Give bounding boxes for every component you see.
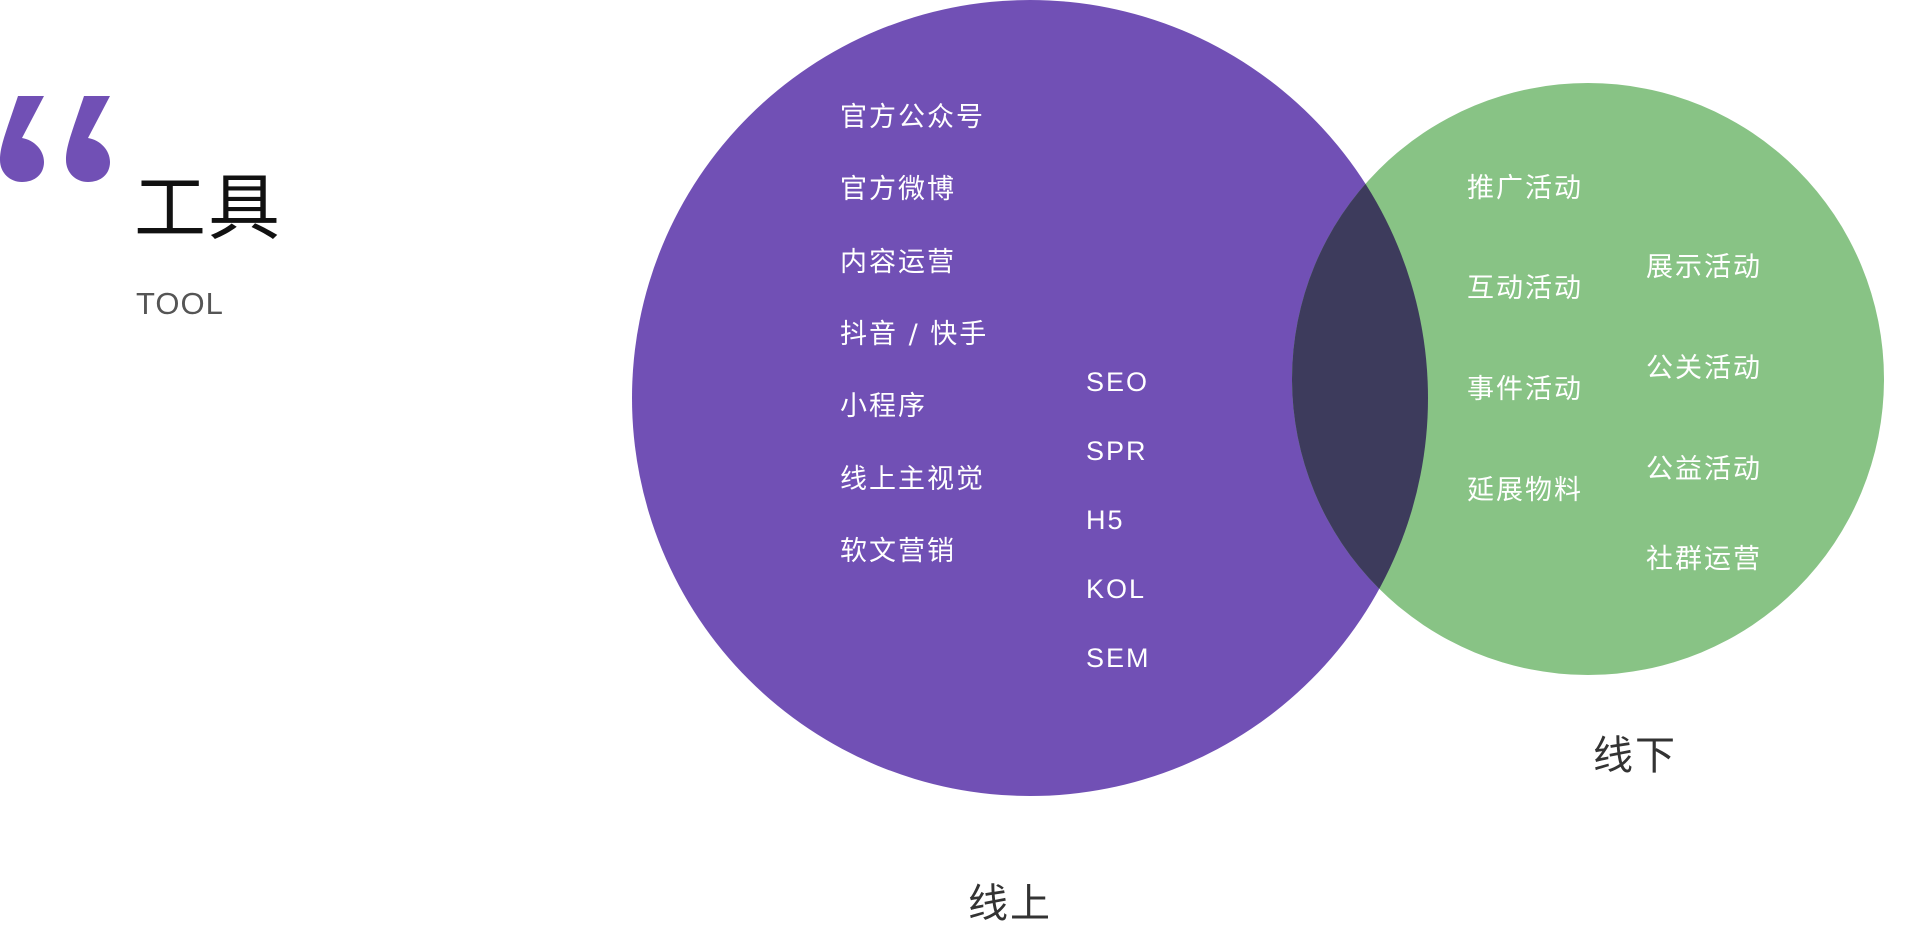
offline-item: 推广活动 [1467,173,1583,204]
online-item-en: H5 [1086,505,1125,535]
offline-item: 事件活动 [1467,374,1583,405]
online-item-en: SEO [1086,367,1150,397]
page-subtitle: TOOL [136,286,224,321]
offline-item: 互动活动 [1467,273,1583,304]
online-item: 线上主视觉 [840,464,985,495]
offline-set-label: 线下 [1593,733,1677,779]
offline-circle [1292,83,1884,675]
offline-item: 社群运营 [1646,544,1762,575]
online-item: 小程序 [840,391,927,422]
online-item-en: SPR [1086,436,1148,466]
page-title: 工具 [134,166,283,250]
online-item-en: SEM [1086,643,1151,673]
offline-item: 展示活动 [1646,252,1762,283]
online-set-label: 线上 [968,881,1052,927]
offline-item: 延展物料 [1467,475,1583,506]
online-item: 官方微博 [840,174,956,205]
online-item: 官方公众号 [840,102,985,133]
online-item: 内容运营 [840,247,956,278]
online-circle [632,0,1428,796]
offline-item: 公关活动 [1646,353,1762,384]
offline-item: 公益活动 [1646,454,1762,485]
online-item-en: KOL [1086,574,1147,604]
online-item: 抖音 / 快手 [840,319,989,350]
online-item: 软文营销 [840,536,956,567]
left-double-quote-icon [0,96,110,182]
